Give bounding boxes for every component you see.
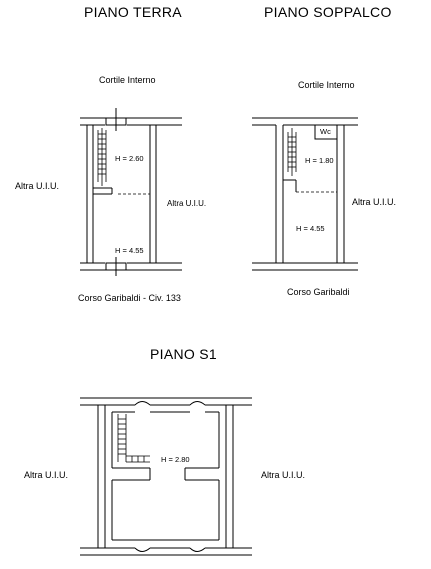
vault-opening-bottom-left-s1 (135, 548, 150, 552)
plan-title-piano-s1: PIANO S1 (150, 346, 217, 362)
label-corso-garibaldi-soppalco: Corso Garibaldi (287, 287, 350, 297)
label-cortile-interno-soppalco: Cortile Interno (298, 80, 355, 90)
height-label-upper-terra: H = 2.60 (115, 154, 144, 163)
label-altra-uiu-right-soppalco: Altra U.I.U. (352, 197, 397, 207)
height-label-lower-terra: H = 4.55 (115, 246, 144, 255)
label-altra-uiu-left-terra: Altra U.I.U. (15, 181, 60, 191)
label-altra-uiu-right-s1: Altra U.I.U. (261, 470, 306, 480)
vault-opening-bottom-right-s1 (190, 548, 205, 552)
height-label-s1: H = 2.80 (161, 455, 190, 464)
label-cortile-interno-terra: Cortile Interno (99, 75, 156, 85)
plan-title-piano-terra: PIANO TERRA (84, 4, 182, 20)
height-label-upper-soppalco: H = 1.80 (305, 156, 334, 165)
vault-opening-top-left-s1 (135, 402, 150, 406)
plan-piano-s1 (80, 398, 252, 555)
plan-title-piano-soppalco: PIANO SOPPALCO (264, 4, 392, 20)
label-corso-garibaldi-terra: Corso Garibaldi - Civ. 133 (78, 293, 181, 303)
label-altra-uiu-left-s1: Altra U.I.U. (24, 470, 69, 480)
plan-piano-soppalco (252, 118, 358, 270)
plan-piano-terra (80, 108, 182, 276)
height-label-lower-soppalco: H = 4.55 (296, 224, 325, 233)
vault-opening-top-right-s1 (190, 402, 205, 406)
staircase-s1 (118, 414, 150, 462)
staircase-soppalco (288, 128, 296, 176)
label-altra-uiu-right-terra: Altra U.I.U. (167, 199, 207, 208)
wc-room (315, 125, 337, 139)
wc-label: Wc (320, 127, 331, 136)
staircase-terra (98, 128, 106, 186)
